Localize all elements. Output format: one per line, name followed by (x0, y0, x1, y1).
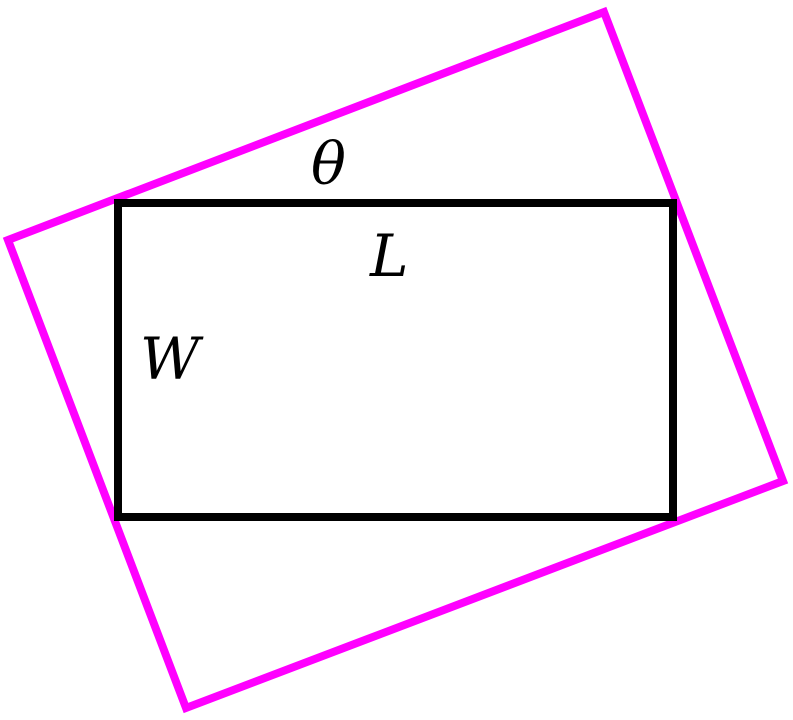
length-label: L (369, 222, 409, 290)
width-label: W (140, 325, 204, 393)
outer-rotated-rectangle (2, 6, 789, 714)
theta-label: θ (311, 130, 346, 198)
inner-rectangle (114, 199, 677, 521)
